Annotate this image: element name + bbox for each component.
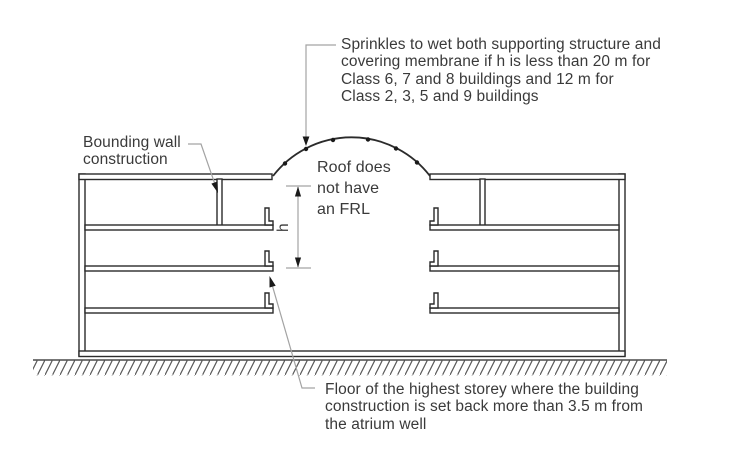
sprinkler-head-dots xyxy=(282,137,420,166)
bounding-wall-left xyxy=(216,178,223,227)
slab-upstand xyxy=(264,207,274,226)
floor-slabs-right xyxy=(429,207,620,314)
left-outer-wall xyxy=(78,173,86,357)
slab-upstand xyxy=(429,292,439,309)
building-shell xyxy=(78,173,626,358)
sprinkler-dot xyxy=(282,161,288,166)
floor-slab xyxy=(429,224,620,231)
sprinkler-note: Sprinkles to wet both supporting structu… xyxy=(341,36,661,106)
bounding-wall-right xyxy=(479,178,486,227)
sprinkler-dot xyxy=(393,146,399,151)
roof-right xyxy=(429,173,626,181)
sprinkler-dot xyxy=(365,137,371,142)
dimension-arrow-down xyxy=(294,257,302,268)
sprinkler-dot xyxy=(303,146,309,152)
floor-slabs-left xyxy=(84,207,274,314)
bounding-wall-note: Bounding wall construction xyxy=(83,134,181,169)
floor-slab xyxy=(429,265,620,272)
sprinkler-leader xyxy=(302,44,336,146)
sprinkler-dot xyxy=(414,160,420,165)
leader-arrowhead xyxy=(269,276,276,288)
floor-setback-leader xyxy=(269,276,315,389)
floor-setback-note: Floor of the highest storey where the bu… xyxy=(325,381,644,433)
floor-slab xyxy=(84,307,274,314)
slab-upstand xyxy=(429,250,439,267)
floor-slab xyxy=(84,224,274,231)
roof-frl-note: Roof does not have an FRL xyxy=(317,159,391,218)
ground-hatch xyxy=(33,360,667,376)
ground-floor-slab xyxy=(78,350,626,358)
ground xyxy=(33,359,667,376)
bounding-wall-leader xyxy=(188,143,218,193)
leader-arrowhead xyxy=(211,181,218,193)
roof-left xyxy=(78,173,273,181)
right-outer-wall xyxy=(618,173,626,357)
height-dimension xyxy=(286,185,311,269)
floor-slab xyxy=(84,265,274,272)
floor-slab xyxy=(429,307,620,314)
dimension-arrow-up xyxy=(294,186,302,197)
slab-upstand xyxy=(429,207,439,226)
height-dimension-label: h xyxy=(275,223,292,232)
slab-upstand xyxy=(264,250,274,267)
sprinkler-dot xyxy=(330,137,336,143)
slab-upstand xyxy=(264,292,274,309)
leader-arrowhead xyxy=(302,136,310,146)
atrium-roof-arc xyxy=(272,136,431,177)
